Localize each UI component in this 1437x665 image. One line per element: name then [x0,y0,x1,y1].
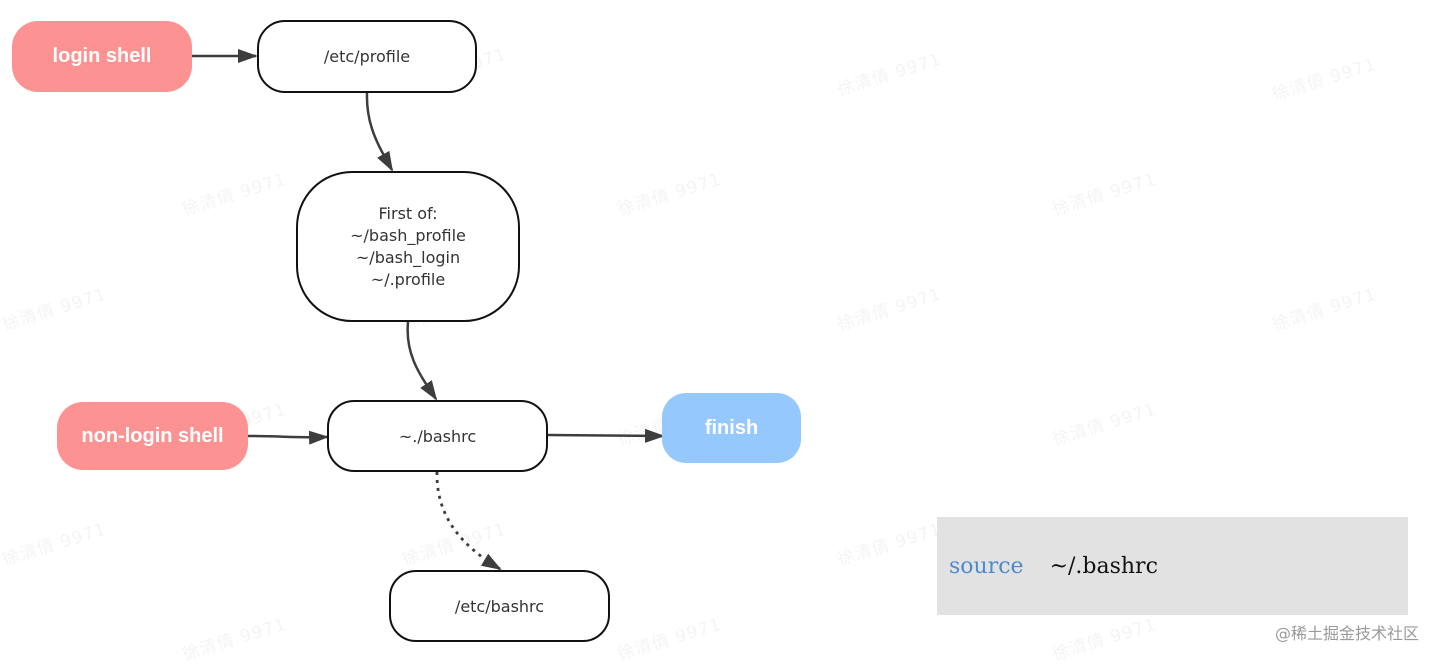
bashrc-label: ~./bashrc [398,426,477,446]
arrow-etc-profile-to-first-of [365,92,394,172]
source-argument: ~/.bashrc [1049,553,1158,579]
bash-login-item: ~/bash_login [355,247,461,267]
etc-profile-label: /etc/profile [323,47,411,66]
source-keyword: source [949,553,1024,579]
etc-bashrc-label: /etc/bashrc [454,596,545,616]
non-login-shell-node: non-login shell [57,402,248,470]
first-of-node: First of: ~/bash_profile ~/bash_login ~/… [296,171,520,322]
finish-node: finish [662,393,801,463]
arrow-non-login-to-bashrc [247,430,329,445]
code-snippet: source ~/.bashrc [937,517,1408,615]
non-login-shell-label: non-login shell [81,424,224,447]
login-shell-node: login shell [12,21,192,92]
first-of-heading: First of: [378,203,438,223]
profile-item: ~/.profile [370,269,446,289]
finish-label: finish [704,416,759,439]
etc-bashrc-node: /etc/bashrc [389,570,610,642]
site-credit: @稀土掘金技术社区 [1274,624,1419,643]
login-shell-label: login shell [52,45,152,67]
arrow-bashrc-to-finish [546,428,665,443]
bash-profile-item: ~/bash_profile [350,225,466,245]
arrow-bashrc-to-etc-bashrc-dotted [435,471,502,571]
arrow-first-of-to-bashrc [406,321,438,401]
etc-profile-node: /etc/profile [257,20,477,93]
bashrc-node: ~./bashrc [327,400,548,472]
